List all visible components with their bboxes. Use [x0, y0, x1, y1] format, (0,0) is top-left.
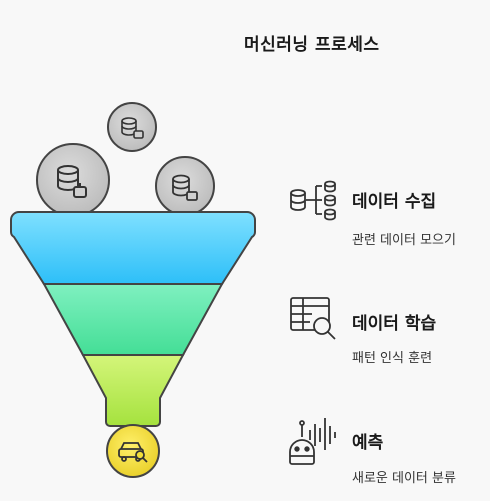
funnel: [10, 211, 256, 427]
funnel-section-bottom: [81, 354, 185, 427]
database-robot-icon: [172, 174, 198, 201]
input-circle-medium: [155, 156, 215, 216]
robot-voice-icon: [289, 418, 336, 465]
car-search-icon: [118, 442, 148, 463]
input-circle-small: [107, 102, 157, 152]
funnel-section-middle: [42, 283, 224, 356]
database-robot-icon: [121, 117, 144, 139]
step-title-collect: 데이터 수집: [352, 192, 437, 212]
funnel-section-top: [10, 211, 256, 285]
input-circle-large: [36, 143, 110, 217]
output-circle: [106, 424, 160, 478]
step-title-train: 데이터 학습: [352, 314, 437, 334]
step-desc-predict: 새로운 데이터 분류: [352, 471, 456, 486]
step-title-predict: 예측: [352, 433, 384, 453]
step-desc-train: 패턴 인식 훈련: [352, 351, 433, 366]
table-search-icon: [290, 297, 336, 340]
database-robot-icon: [57, 165, 87, 198]
step-desc-collect: 관련 데이터 모으기: [352, 233, 456, 248]
diagram-title: 머신러닝 프로세스: [244, 35, 380, 55]
database-network-icon: [290, 180, 336, 221]
